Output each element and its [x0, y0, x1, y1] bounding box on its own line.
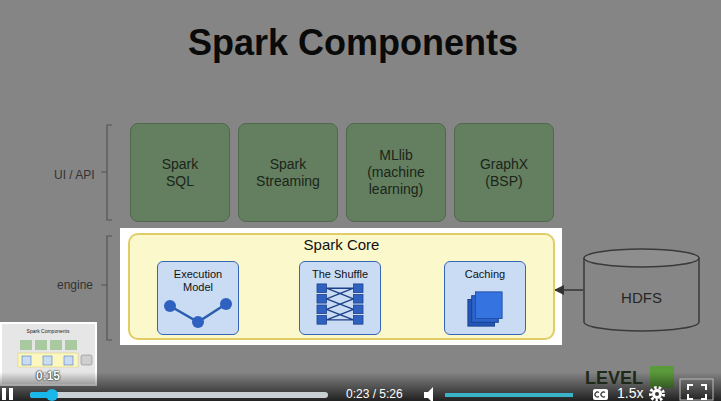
box-label: Spark Streaming	[255, 156, 321, 190]
icon-shape	[164, 298, 232, 328]
mini-core	[18, 353, 78, 367]
component-icon	[315, 282, 365, 328]
pause-icon	[2, 388, 6, 400]
progress-knob	[46, 389, 58, 401]
mini-box	[65, 340, 77, 350]
thumbnail-time: 0:15	[36, 369, 60, 383]
component-box: The Shuffle	[299, 261, 381, 335]
mini-box	[50, 340, 62, 350]
gear-hole	[655, 392, 659, 396]
mini-box	[20, 340, 32, 350]
mini-box	[64, 356, 73, 365]
mini-box	[35, 340, 47, 350]
thumbnail-slide	[18, 340, 92, 367]
box-label: HDFS	[621, 289, 662, 306]
box-label: MLlib (machine learning)	[363, 147, 429, 198]
highlight-frame	[120, 228, 562, 345]
box-label: The Shuffle	[312, 268, 368, 281]
gear-icon	[652, 389, 662, 399]
api-box: GraphX (BSP)	[454, 123, 554, 222]
speed-setting: 1.5x	[617, 386, 643, 401]
bracket	[101, 125, 112, 220]
engine-band: Spark CoreExecution Model The Shuffle Cach…	[128, 233, 555, 340]
cylinder-top	[584, 249, 699, 267]
box-label: GraphX (BSP)	[471, 156, 537, 190]
time-display: 0:23 / 5:26	[346, 388, 403, 401]
bracket	[101, 236, 112, 340]
box-label: Execution Model	[167, 268, 229, 294]
mini-box	[22, 356, 31, 365]
slide-title: Spark Components	[0, 22, 706, 64]
api-box: Spark SQL	[130, 123, 230, 222]
box-label: Spark SQL	[147, 156, 213, 190]
progress-track	[30, 392, 328, 398]
mini-box	[43, 356, 52, 365]
cylinder-body	[584, 258, 699, 331]
mini-cylinder	[81, 355, 92, 365]
axis-label: engine	[57, 278, 93, 292]
component-box: Caching	[444, 261, 526, 335]
api-box: MLlib (machine learning)	[346, 123, 446, 222]
fullscreen-icon	[688, 385, 706, 399]
component-icon	[466, 290, 504, 328]
fullscreen-frame	[680, 379, 713, 400]
component-box: Execution Model	[157, 261, 239, 335]
box-label: Spark Core	[130, 235, 553, 254]
connector-arrow	[555, 289, 583, 291]
storage-cylinder: HDFS	[583, 248, 700, 332]
icon-shape	[317, 284, 363, 324]
api-box: Spark Streaming	[238, 123, 338, 222]
icon-shape	[468, 292, 502, 326]
box-label: Caching	[465, 268, 505, 281]
thumbnail-title: Spark Components	[27, 328, 70, 334]
caption-icon-mark	[595, 392, 605, 397]
pause-icon	[9, 388, 13, 400]
axis-label: UI / API	[54, 168, 95, 182]
caption-icon	[593, 389, 608, 400]
volume-icon	[424, 387, 433, 401]
volume-bar	[445, 393, 573, 397]
component-icon	[162, 294, 234, 328]
gear-teeth	[651, 388, 664, 401]
